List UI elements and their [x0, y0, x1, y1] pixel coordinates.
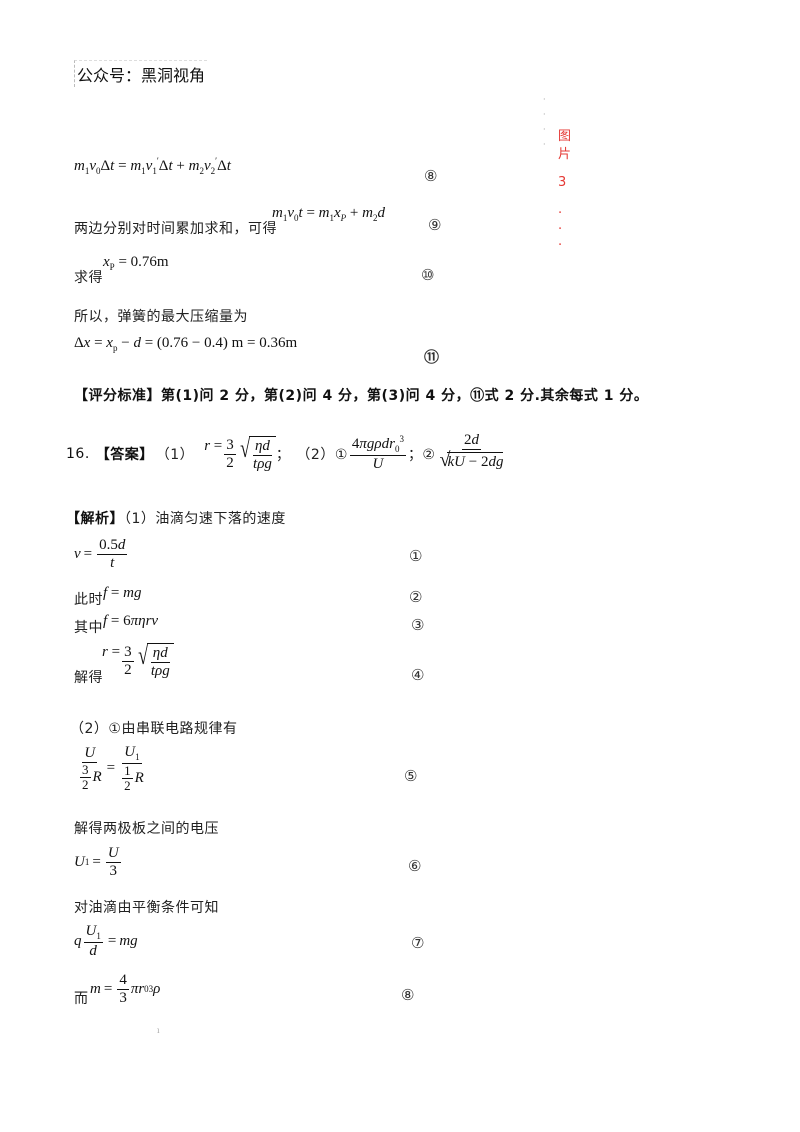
- eq10-formula: xP = 0.76m: [103, 254, 169, 272]
- scoring-label: 【评分标准】: [74, 388, 161, 404]
- a-eq5-marker: ⑤: [404, 767, 418, 785]
- q16-part1-label: （1）: [155, 447, 195, 463]
- line-so: 所以，弹簧的最大压缩量为: [74, 309, 248, 325]
- q16-answer-label: 【答案】: [95, 447, 154, 463]
- eq9-formula: m1v0t = m1xP + m2d: [272, 205, 385, 223]
- a-eq2-marker: ②: [409, 588, 423, 606]
- side-note-line1: 图: [558, 129, 572, 144]
- a-eq4-lead: 解得: [74, 670, 103, 686]
- a-eq3-formula: f = 6πηrv: [103, 613, 159, 629]
- scoring-text: 第(1)问 2 分，第(2)问 4 分，第(3)问 4 分，⑪式 2 分.其余每…: [161, 388, 649, 404]
- q16-part1-formula: r =: [204, 437, 223, 454]
- a-eq4-marker: ④: [411, 666, 425, 684]
- analysis-intro-line: 【解析】（1）油滴匀速下落的速度: [66, 508, 286, 528]
- side-note-dots: ...: [558, 202, 563, 249]
- eq11-marker: ⑪: [424, 348, 440, 366]
- a-eq8-marker: ⑧: [401, 986, 415, 1004]
- side-note-line2: 片: [558, 147, 572, 162]
- a-eq8-lead: 而: [74, 991, 89, 1007]
- a-eq7-marker: ⑦: [411, 934, 425, 952]
- eq8-momentum: m1v0Δt = m1v1′Δt + m2v2′Δt: [74, 156, 231, 176]
- eq10-lead: 求得: [74, 270, 103, 286]
- eq10-marker: ⑩: [421, 266, 435, 284]
- scoring-line: 【评分标准】第(1)问 2 分，第(2)问 4 分，第(3)问 4 分，⑪式 2…: [74, 385, 648, 405]
- eq11-formula: Δx = xp − d = (0.76 − 0.4) m = 0.36m: [74, 335, 298, 353]
- q16-number: 16.: [66, 446, 90, 462]
- header-label: 公众号：黑洞视角: [74, 60, 208, 87]
- a-line-voltage: 解得两极板之间的电压: [74, 821, 219, 837]
- q16-sep1: ；: [275, 447, 291, 463]
- a-eq6-marker: ⑥: [408, 857, 422, 875]
- a-eq3-lead: 其中: [74, 620, 103, 636]
- a-part2-intro: （2）①由串联电路规律有: [70, 721, 238, 737]
- footer-mark: ı: [157, 1026, 160, 1035]
- eq9-lead: 两边分别对时间累加求和，可得: [74, 221, 277, 237]
- a-eq3-marker: ③: [411, 616, 425, 634]
- side-note: 图 片 3 ...: [558, 128, 571, 250]
- analysis-intro: （1）油滴匀速下落的速度: [124, 511, 286, 527]
- a-eq1-marker: ①: [409, 547, 423, 565]
- a-eq2-formula: f = mg: [103, 585, 142, 601]
- a-eq2-lead: 此时: [74, 592, 103, 608]
- a-line-balance: 对油滴由平衡条件可知: [74, 900, 219, 916]
- analysis-label: 【解析】: [66, 511, 124, 527]
- q16-sep2: ；②: [407, 447, 436, 463]
- side-note-number: 3: [558, 175, 567, 190]
- eq9-marker: ⑨: [428, 216, 442, 234]
- q16-part2-label: （2）①: [296, 447, 348, 463]
- eq8-marker: ⑧: [424, 167, 438, 185]
- side-dots: ····: [543, 95, 546, 149]
